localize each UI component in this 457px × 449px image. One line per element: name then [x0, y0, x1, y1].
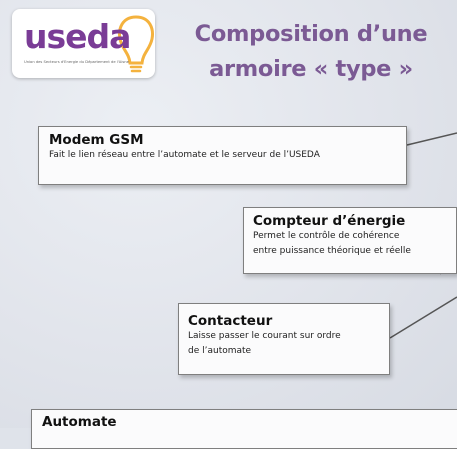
callout-automate: Automate [31, 409, 457, 449]
callout-description: Laisse passer le courant sur ordre [188, 331, 341, 341]
callout-compteur-energie: Compteur d’énergie Permet le contrôle de… [243, 207, 457, 274]
callout-description: Permet le contrôle de cohérence [253, 231, 400, 241]
callout-title: Modem GSM [49, 132, 144, 148]
callout-description: entre puissance théorique et réelle [253, 246, 411, 256]
useda-logo: useda Union des Secteurs d'Energie du Dé… [12, 9, 155, 78]
callout-description: de l’automate [188, 346, 252, 356]
page-title: Composition d’une armoire « type » [170, 17, 452, 87]
callout-title: Contacteur [188, 313, 273, 329]
callout-title: Compteur d’énergie [253, 213, 406, 229]
callout-description: Fait le lien réseau entre l’automate et … [49, 150, 320, 160]
logo-subtitle: Union des Secteurs d'Energie du Départem… [24, 60, 129, 64]
lightbulb-icon [118, 15, 154, 73]
callout-contacteur: Contacteur Laisse passer le courant sur … [178, 303, 390, 375]
title-line-1: Composition d’une [194, 21, 428, 47]
callout-title: Automate [42, 414, 117, 430]
callout-modem-gsm: Modem GSM Fait le lien réseau entre l’au… [38, 126, 407, 185]
connector-modem [406, 132, 457, 146]
connector-contacteur [389, 296, 457, 339]
title-line-2: armoire « type » [209, 56, 413, 82]
logo-wordmark: useda [24, 17, 131, 56]
